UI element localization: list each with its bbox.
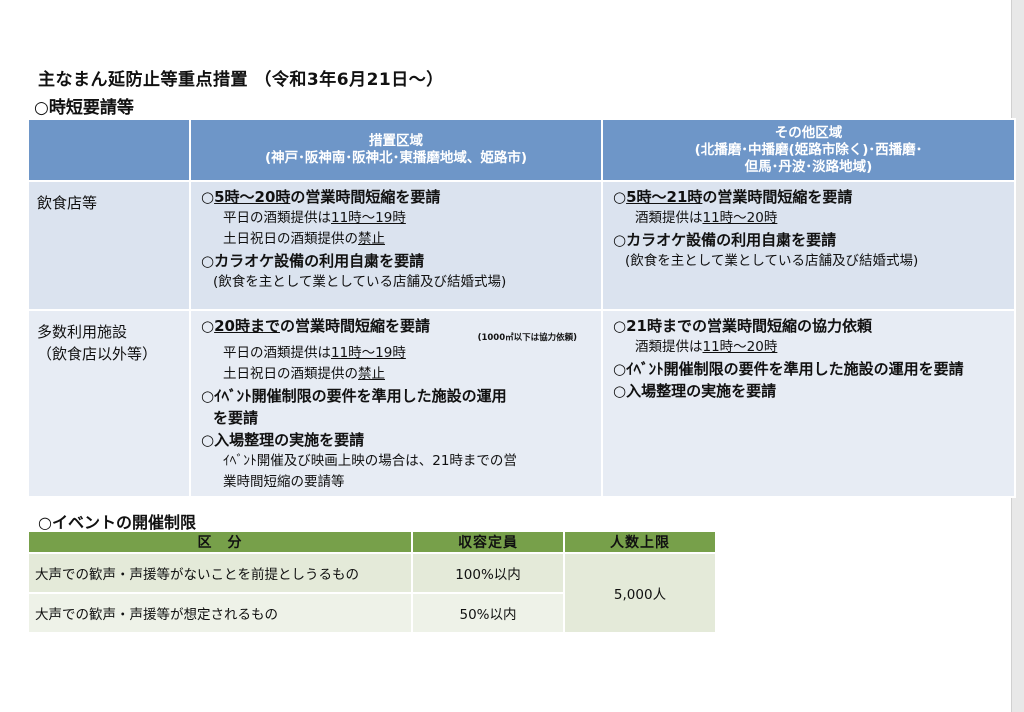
header-other-area: その他区域 (北播磨･中播磨(姫路市除く)･西播磨･ 但馬･丹波･淡路地域) — [601, 118, 1016, 182]
facilities-priority-event-rule-1: ○ｲﾍﾞﾝﾄ開催制限の要件を準用した施設の運用 — [201, 387, 507, 405]
facilities-priority-area-note: (1000㎡以下は協力依頼) — [477, 333, 577, 343]
event-row-capacity: 50%以内 — [411, 592, 565, 634]
facilities-priority-weekend-alcohol: 土日祝日の酒類提供の禁止 — [223, 366, 385, 382]
facilities-priority-cell: ○20時までの営業時間短縮を要請 (1000㎡以下は協力依頼) 平日の酒類提供は… — [189, 309, 603, 498]
header-blank-cell — [27, 118, 191, 182]
row-label-facilities: 多数利用施設 （飲食店以外等） — [27, 309, 191, 498]
facilities-priority-event-note-1: ｲﾍﾞﾝﾄ開催及び映画上映の場合は、21時までの営 — [223, 453, 517, 469]
restaurants-priority-karaoke-note: (飲食を主として業としている店舗及び結婚式場) — [213, 274, 507, 290]
restaurants-priority-weekday-alcohol: 平日の酒類提供は11時～19時 — [223, 210, 406, 226]
event-heading: ○イベントの開催制限 — [38, 513, 196, 532]
header-other-title: その他区域 — [774, 124, 843, 141]
section-heading: ○時短要請等 — [34, 98, 134, 118]
restaurants-other-karaoke: ○カラオケ設備の利用自粛を要請 — [613, 231, 837, 249]
facilities-priority-event-rule-2: を要請 — [213, 409, 259, 427]
restaurants-priority-karaoke: ○カラオケ設備の利用自粛を要請 — [201, 252, 425, 270]
facilities-other-entry-control: ○入場整理の実施を要請 — [613, 382, 777, 400]
restaurants-other-alcohol: 酒類提供は11時～20時 — [635, 210, 778, 226]
restaurants-priority-cell: ○5時～20時の営業時間短縮を要請 平日の酒類提供は11時～19時 土日祝日の酒… — [189, 180, 603, 311]
page-title: 主なまん延防止等重点措置 （令和3年6月21日～） — [38, 70, 444, 90]
facilities-other-cell: ○21時までの営業時間短縮の協力依頼 酒類提供は11時～20時 ○ｲﾍﾞﾝﾄ開催… — [601, 309, 1016, 498]
event-limit-value: 5,000人 — [563, 552, 717, 634]
facilities-priority-entry-control: ○入場整理の実施を要請 — [201, 431, 365, 449]
event-limit-table: 区 分 収容定員 人数上限 大声での歓声・声援等がないことを前提としうるもの 1… — [27, 530, 717, 634]
row-label-restaurants: 飲食店等 — [27, 180, 191, 311]
header-priority-area: 措置区域 (神戸･阪神南･阪神北･東播磨地域、姫路市) — [189, 118, 603, 182]
row-label-facilities-line1: 多数利用施設 — [37, 323, 128, 341]
facilities-priority-weekday-alcohol: 平日の酒類提供は11時～19時 — [223, 345, 406, 361]
facilities-other-event-rule: ○ｲﾍﾞﾝﾄ開催制限の要件を準用した施設の運用を要請 — [613, 360, 964, 378]
facilities-other-alcohol: 酒類提供は11時～20時 — [635, 339, 778, 355]
event-header-category: 区 分 — [27, 530, 413, 554]
facilities-priority-event-note-2: 業時間短縮の要請等 — [223, 474, 345, 490]
restaurants-priority-hours: ○5時～20時の営業時間短縮を要請 — [201, 188, 441, 206]
header-other-sub2: 但馬･丹波･淡路地域) — [744, 158, 873, 175]
event-row-capacity: 100%以内 — [411, 552, 565, 594]
event-header-limit: 人数上限 — [563, 530, 717, 554]
restaurants-priority-weekend-alcohol: 土日祝日の酒類提供の禁止 — [223, 231, 385, 247]
restaurants-other-cell: ○5時～21時の営業時間短縮を要請 酒類提供は11時～20時 ○カラオケ設備の利… — [601, 180, 1016, 311]
event-header-capacity: 収容定員 — [411, 530, 565, 554]
header-other-sub1: (北播磨･中播磨(姫路市除く)･西播磨･ — [694, 141, 923, 158]
header-priority-sub: (神戸･阪神南･阪神北･東播磨地域、姫路市) — [264, 150, 528, 166]
row-label-facilities-line2: （飲食店以外等） — [37, 345, 158, 363]
event-row-category: 大声での歓声・声援等が想定されるもの — [27, 592, 413, 634]
facilities-priority-hours: ○20時までの営業時間短縮を要請 — [201, 317, 430, 335]
measures-table: 措置区域 (神戸･阪神南･阪神北･東播磨地域、姫路市) その他区域 (北播磨･中… — [27, 118, 1016, 498]
restaurants-other-hours: ○5時～21時の営業時間短縮を要請 — [613, 188, 853, 206]
event-row-category: 大声での歓声・声援等がないことを前提としうるもの — [27, 552, 413, 594]
restaurants-other-karaoke-note: (飲食を主として業としている店舗及び結婚式場) — [625, 253, 919, 269]
facilities-other-hours: ○21時までの営業時間短縮の協力依頼 — [613, 317, 872, 335]
header-priority-title: 措置区域 — [369, 133, 423, 149]
